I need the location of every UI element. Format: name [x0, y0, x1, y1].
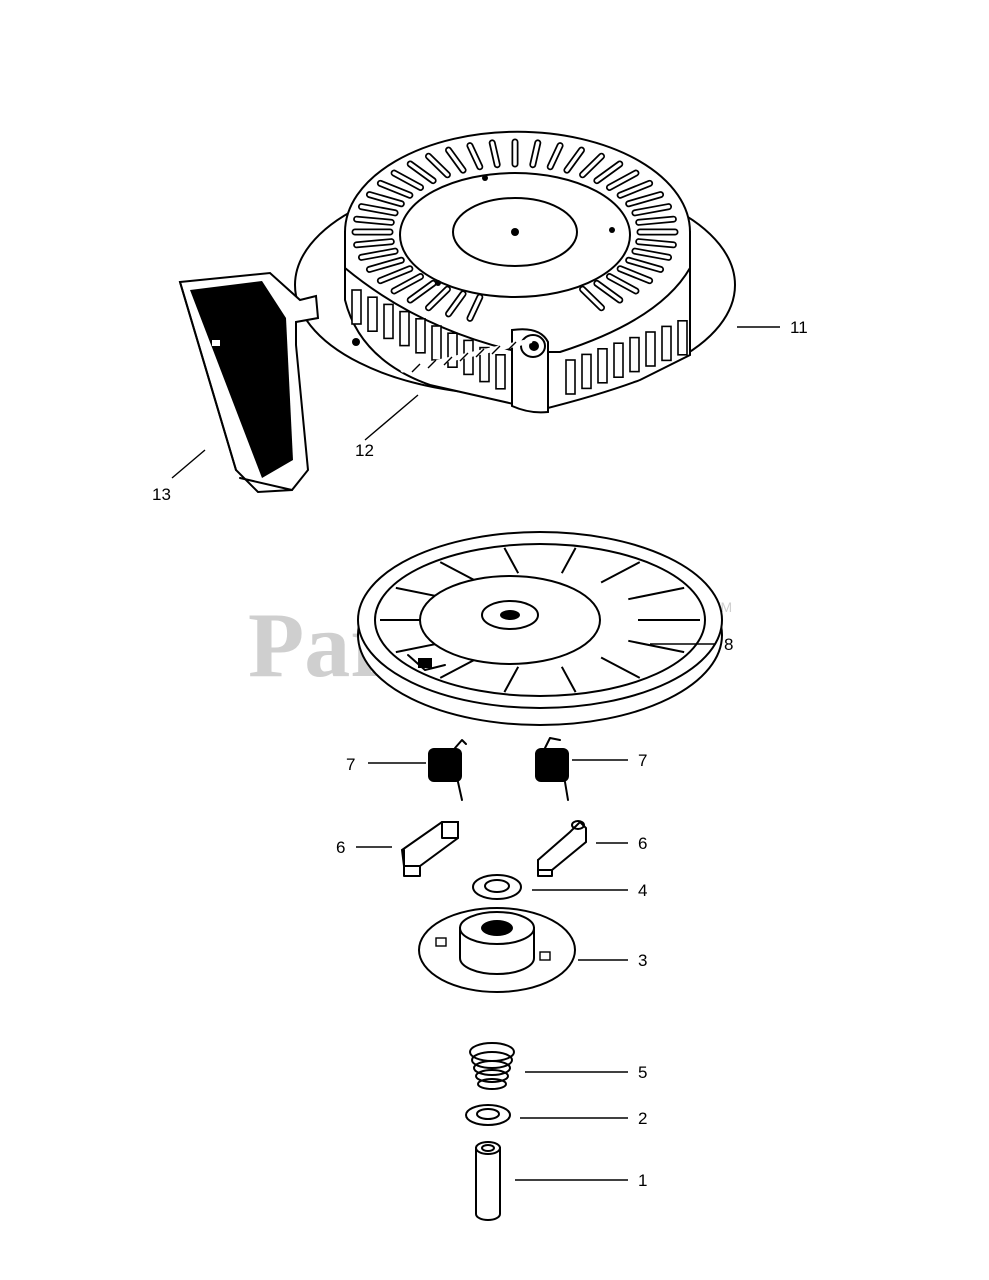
compression-spring-drawing	[469, 1042, 515, 1090]
pulley-drawing	[357, 531, 723, 726]
spring-right-drawing	[535, 737, 569, 801]
callout-5: 5	[638, 1063, 647, 1082]
starter-housing-drawing	[294, 130, 736, 414]
retainer-plate-drawing	[418, 907, 576, 993]
callout-6-left: 6	[336, 838, 345, 857]
callout-12: 12	[355, 441, 374, 460]
starter-handle-drawing	[178, 271, 320, 494]
pawl-left-drawing	[400, 821, 459, 877]
callout-13: 13	[152, 485, 171, 504]
callout-6-right: 6	[638, 834, 647, 853]
starter-rope-drawing	[400, 338, 533, 373]
callout-11: 11	[790, 318, 808, 337]
pawl-right-drawing	[537, 820, 587, 877]
leader-lines	[171, 326, 780, 1181]
washer-bottom-drawing	[465, 1104, 511, 1126]
callout-1: 1	[638, 1171, 647, 1190]
pin-drawing	[475, 1141, 501, 1221]
callout-2: 2	[638, 1109, 647, 1128]
callout-7-left: 7	[346, 755, 355, 774]
spring-left-drawing	[428, 739, 467, 801]
washer-top-drawing	[472, 874, 522, 900]
callout-8: 8	[724, 635, 733, 654]
callout-labels: 11 12 13 8 7 7 6 6 4 3 5 2 1	[152, 318, 808, 1190]
callout-3: 3	[638, 951, 647, 970]
callout-4: 4	[638, 881, 647, 900]
callout-7-right: 7	[638, 751, 647, 770]
